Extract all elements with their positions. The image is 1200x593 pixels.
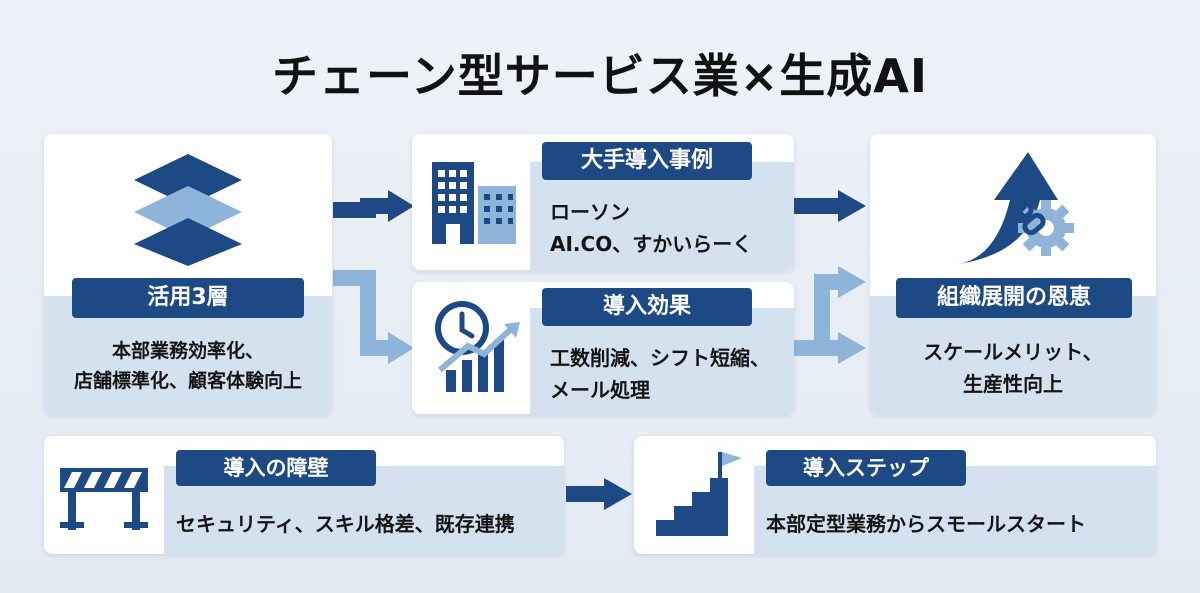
cases-label: 大手導入事例 bbox=[542, 142, 752, 180]
office-buildings-icon bbox=[428, 158, 520, 248]
layers-line-2: 店舗標準化、顧客体験向上 bbox=[73, 370, 302, 392]
benefits-line-2: 生産性向上 bbox=[963, 372, 1063, 396]
effects-label: 導入効果 bbox=[542, 288, 752, 326]
cases-card: 大手導入事例 ローソン AI.CO、すかいらーく bbox=[412, 134, 794, 270]
benefits-line-1: スケールメリット、 bbox=[923, 340, 1103, 364]
cases-line-1: ローソン bbox=[550, 200, 630, 224]
effects-card: 導入効果 工数削減、シフト短縮、 メール処理 bbox=[412, 282, 794, 414]
barriers-card: 導入の障壁 セキュリティ、スキル格差、既存連携 bbox=[44, 436, 564, 554]
page-title: チェーン型サービス業×生成AI bbox=[272, 49, 928, 103]
clock-growth-chart-icon bbox=[428, 296, 524, 396]
arrowhead-to-steps bbox=[604, 478, 632, 510]
steps-card: 導入ステップ 本部定型業務からスモールスタート bbox=[634, 436, 1156, 554]
benefits-card: 組織展開の恩恵 スケールメリット、 生産性向上 bbox=[870, 134, 1156, 414]
arrowhead-to-benefits-bottom bbox=[838, 332, 866, 364]
layers-line-1: 本部業務効率化、 bbox=[111, 340, 264, 362]
effects-line-2: メール処理 bbox=[550, 378, 650, 402]
connector-layers-effects bbox=[333, 270, 392, 356]
cases-line-2: AI.CO、すかいらーく bbox=[550, 232, 753, 256]
cases-band bbox=[530, 162, 794, 270]
steps-label: 導入ステップ bbox=[766, 450, 966, 486]
arrowhead-to-effects bbox=[388, 332, 414, 364]
arrowhead-to-cases bbox=[388, 190, 414, 222]
growth-arrow-gear-icon bbox=[954, 148, 1078, 268]
barriers-label: 導入の障壁 bbox=[176, 450, 376, 486]
connector-effects-benefits-branch bbox=[814, 274, 842, 348]
steps-text: 本部定型業務からスモールスタート bbox=[766, 512, 1086, 536]
layers-label: 活用3層 bbox=[72, 278, 304, 318]
layers-card: 活用3層 本部業務効率化、 店舗標準化、顧客体験向上 bbox=[44, 134, 332, 414]
stairs-flag-icon bbox=[652, 450, 744, 540]
connector-layers-cases bbox=[333, 198, 392, 218]
arrowhead-to-benefits-top bbox=[838, 190, 866, 222]
layers-icon bbox=[130, 148, 246, 266]
arrowhead-to-benefits-branch bbox=[838, 266, 866, 298]
barricade-icon bbox=[58, 464, 150, 530]
effects-line-1: 工数削減、シフト短縮、 bbox=[550, 346, 770, 370]
barriers-text: セキュリティ、スキル格差、既存連携 bbox=[176, 512, 515, 536]
benefits-label: 組織展開の恩恵 bbox=[896, 278, 1132, 318]
